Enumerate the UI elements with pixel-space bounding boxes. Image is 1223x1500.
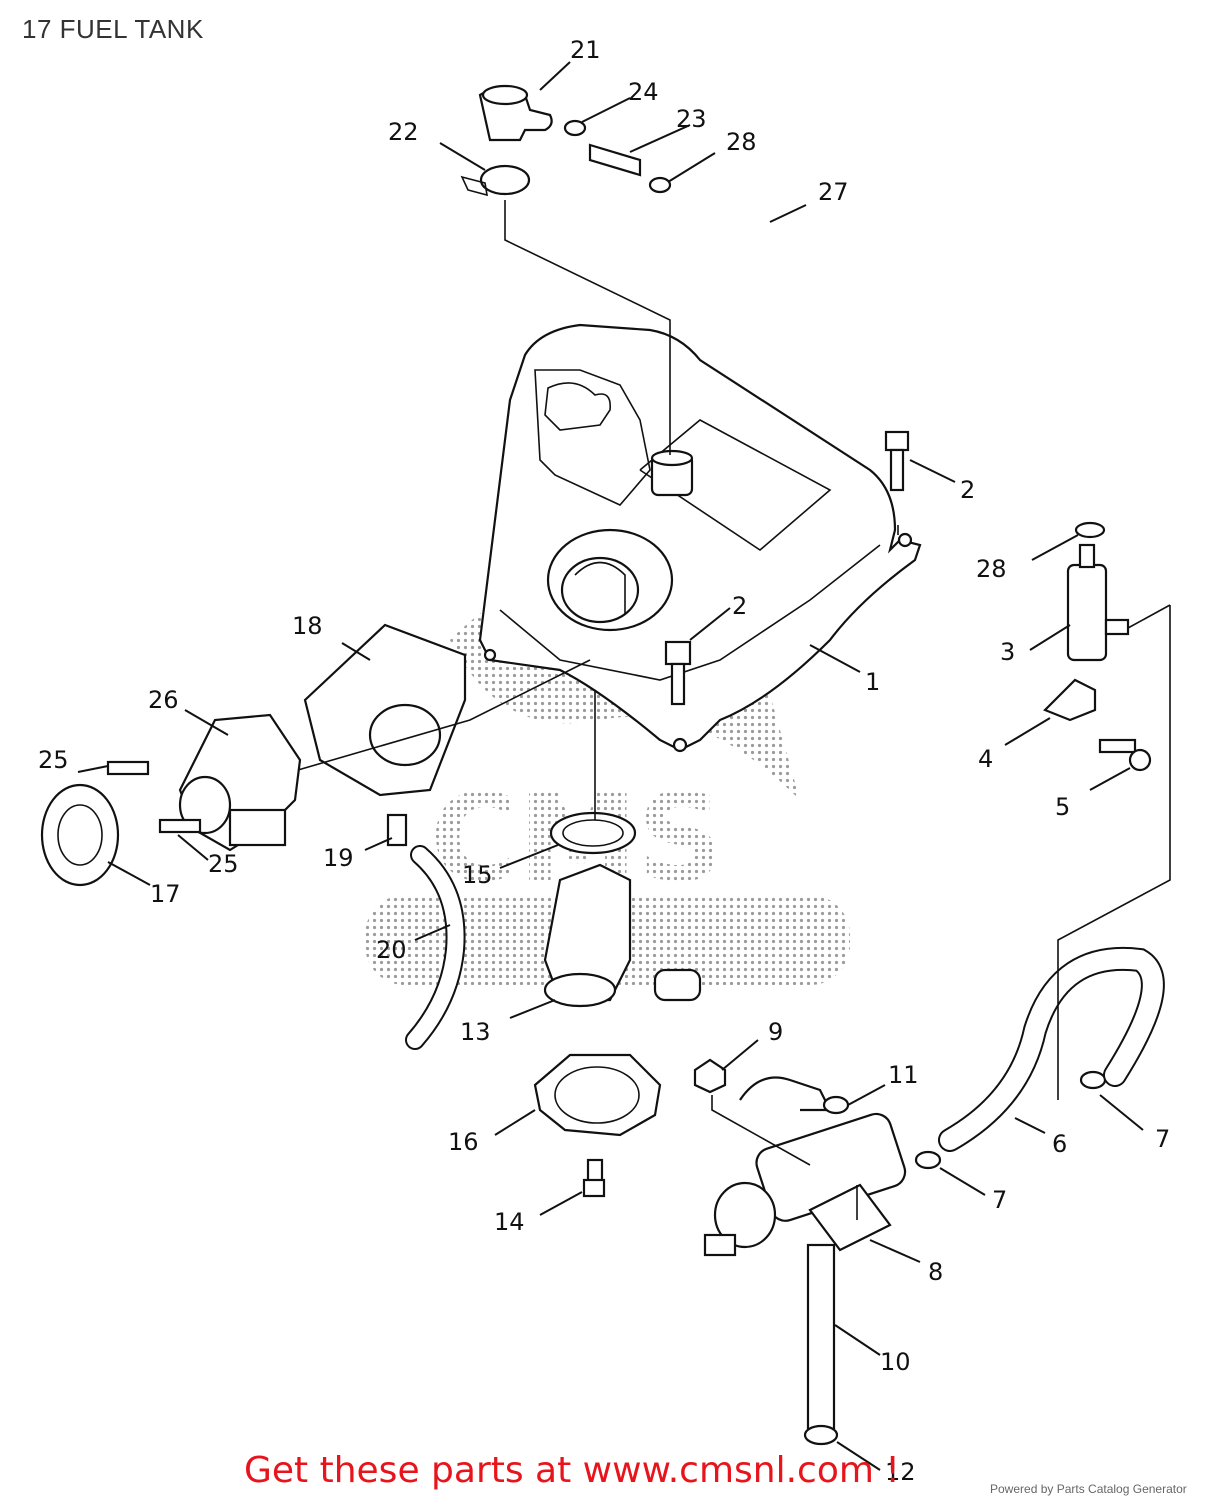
part-15-seal[interactable]: [549, 811, 637, 855]
part-10-pipe[interactable]: [806, 1243, 836, 1442]
callout-7-right: 7: [1155, 1125, 1170, 1153]
part-20-hose[interactable]: [405, 845, 466, 1050]
cta-link[interactable]: Get these parts at www.cmsnl.com !: [244, 1450, 900, 1491]
callout-26: 26: [148, 686, 179, 714]
callout-1: 1: [865, 668, 880, 696]
callout-2-lower: 2: [732, 592, 747, 620]
part-2-bolt-upper[interactable]: [884, 430, 910, 492]
assembly-lines: [297, 200, 1171, 1220]
callout-21: 21: [570, 36, 601, 64]
part-2-bolt-lower[interactable]: [664, 640, 692, 706]
part-28-clip-lower[interactable]: [1074, 521, 1106, 539]
callout-9: 9: [768, 1018, 783, 1046]
leader-lines: [77, 61, 1144, 1471]
part-21-elbow[interactable]: [478, 84, 553, 142]
callout-15: 15: [462, 861, 493, 889]
part-13-fuel-pump-unit[interactable]: [543, 863, 702, 1008]
callout-3: 3: [1000, 638, 1015, 666]
callout-12: 12: [885, 1458, 916, 1486]
part-11-clip[interactable]: [822, 1095, 850, 1115]
callout-23: 23: [676, 105, 707, 133]
callout-25-lower: 25: [208, 850, 239, 878]
callout-11: 11: [888, 1061, 919, 1089]
callout-22: 22: [388, 118, 419, 146]
part-1-fuel-tank[interactable]: [478, 323, 922, 753]
part-24-clip[interactable]: [563, 119, 587, 137]
part-7-clip-lower[interactable]: [914, 1150, 942, 1170]
part-27-breather-hose[interactable]: [675, 191, 1099, 509]
part-22-clamp[interactable]: [460, 164, 531, 197]
callout-13: 13: [460, 1018, 491, 1046]
part-19-joint[interactable]: [386, 813, 408, 847]
diagram-title: 17 FUEL TANK: [22, 14, 204, 44]
part-9-nut[interactable]: [693, 1058, 727, 1094]
part-17-cap[interactable]: [40, 783, 120, 887]
callout-27: 27: [818, 178, 849, 206]
callout-10: 10: [880, 1348, 911, 1376]
part-7-clip-upper[interactable]: [1079, 1070, 1107, 1090]
callout-2-upper: 2: [960, 476, 975, 504]
part-23-joint[interactable]: [588, 143, 642, 177]
callout-16: 16: [448, 1128, 479, 1156]
callout-8: 8: [928, 1258, 943, 1286]
part-16-gasket[interactable]: [533, 1053, 662, 1137]
part-8-pressure-regulator[interactable]: [703, 1076, 909, 1257]
callout-20: 20: [376, 936, 407, 964]
part-28-clip-upper[interactable]: [648, 176, 672, 194]
part-3-fuel-filter[interactable]: [1066, 543, 1130, 662]
part-6-hose[interactable]: [938, 946, 1165, 1152]
powered-by-text: Powered by Parts Catalog Generator: [990, 1482, 1187, 1496]
callout-labels: 1 2 2 3 4 5 6 7 7 8 9 10 11 12 13 14 15 …: [38, 36, 1170, 1486]
part-12-clip[interactable]: [803, 1424, 839, 1446]
part-5-screw[interactable]: [1098, 738, 1152, 772]
callout-28-upper: 28: [726, 128, 757, 156]
callout-17: 17: [150, 880, 181, 908]
callout-18: 18: [292, 612, 323, 640]
callout-7-center: 7: [992, 1186, 1007, 1214]
callout-24: 24: [628, 78, 659, 106]
callout-4: 4: [978, 745, 993, 773]
part-14-bolt[interactable]: [582, 1158, 606, 1198]
callout-28-lower: 28: [976, 555, 1007, 583]
callout-6: 6: [1052, 1130, 1067, 1158]
part-25-bolt-upper[interactable]: [106, 760, 150, 776]
part-25-bolt-lower[interactable]: [158, 818, 202, 834]
callout-25-upper: 25: [38, 746, 69, 774]
callout-5: 5: [1055, 793, 1070, 821]
part-18-cover[interactable]: [303, 623, 467, 797]
callout-14: 14: [494, 1208, 525, 1236]
part-4-bracket[interactable]: [1043, 678, 1097, 722]
callout-19: 19: [323, 844, 354, 872]
